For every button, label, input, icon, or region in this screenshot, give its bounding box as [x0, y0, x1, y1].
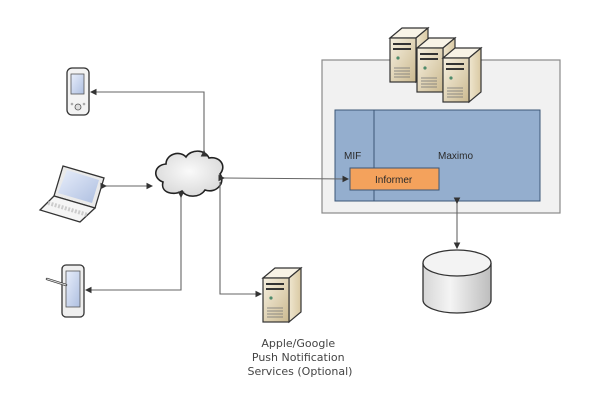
cloud-icon	[155, 150, 224, 197]
connector-cloud-push	[219, 182, 263, 298]
pda-device-icon	[66, 67, 90, 116]
maximo-label: Maximo	[438, 151, 473, 162]
push-notification-server-icon	[262, 267, 302, 323]
laptop-device-icon	[38, 165, 105, 223]
push-service-caption: Apple/Google Push Notification Services …	[248, 337, 353, 378]
mif-label: MIF	[344, 151, 361, 162]
informer-box[interactable]	[349, 167, 440, 191]
connectors	[84, 88, 461, 298]
connector-cloud-pda	[89, 88, 208, 157]
connector-cloud-tablet	[84, 191, 185, 294]
connector-cloud-informer	[218, 174, 350, 183]
informer-label: Informer	[375, 175, 413, 186]
tablet-device-icon	[45, 264, 85, 318]
database-icon	[422, 249, 492, 314]
